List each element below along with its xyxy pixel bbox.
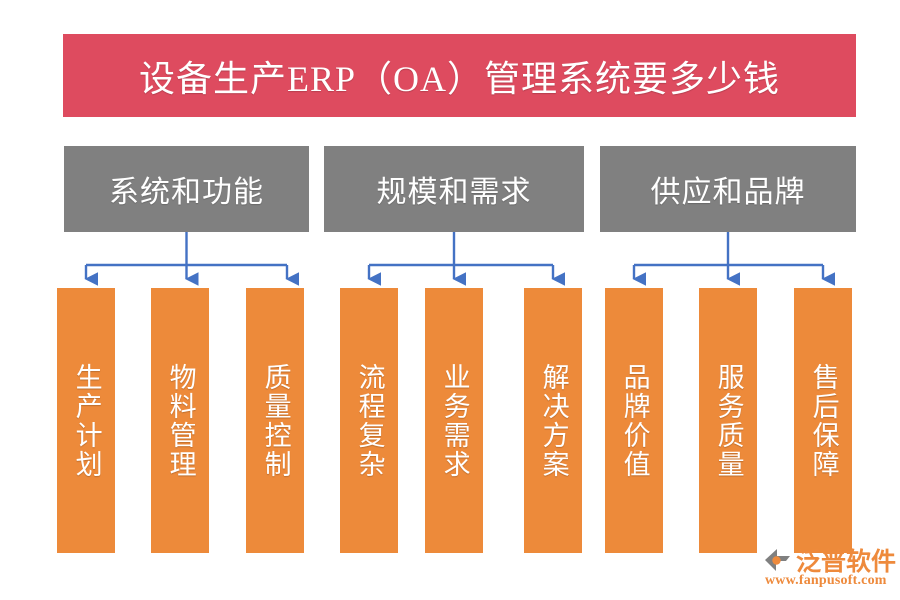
brand-logo: 泛普软件 www.fanpusoft.com: [763, 540, 896, 592]
leaf-box-after-sales-guarantee: 售后保障: [794, 288, 852, 553]
leaf-label-2-3: 解决方案: [538, 362, 569, 479]
leaf-label-3-3: 售后保障: [808, 362, 839, 479]
logo-name: 泛普软件: [796, 548, 897, 576]
page-title: 设备生产ERP（OA）管理系统要多少钱: [138, 58, 781, 99]
leaf-label-1-2: 物料管理: [165, 362, 196, 479]
category-box-1: 系统和功能: [64, 146, 309, 232]
category-label-3: 供应和品牌: [650, 176, 806, 209]
leaf-label-3-1: 品牌价值: [619, 362, 650, 479]
logo-url: www.fanpusoft.com: [765, 573, 887, 588]
leaf-box-service-quality: 服务质量: [699, 288, 757, 553]
leaf-label-1-3: 质量控制: [260, 362, 291, 479]
logo-row: 泛普软件: [763, 542, 896, 578]
leaf-box-process-complexity: 流程复杂: [340, 288, 398, 553]
category-box-3: 供应和品牌: [600, 146, 856, 232]
swoosh-icon: [765, 549, 790, 571]
leaf-box-business-requirements: 业务需求: [425, 288, 483, 553]
leaf-box-production-plan: 生产计划: [57, 288, 115, 553]
leaf-box-quality-control: 质量控制: [246, 288, 304, 553]
category-box-2: 规模和需求: [324, 146, 584, 232]
leaf-box-material-management: 物料管理: [151, 288, 209, 553]
leaf-box-solution: 解决方案: [524, 288, 582, 553]
diagram-title-banner: 设备生产ERP（OA）管理系统要多少钱: [63, 34, 856, 117]
leaf-label-2-2: 业务需求: [439, 362, 470, 479]
category-label-1: 系统和功能: [109, 176, 264, 209]
leaf-box-brand-value: 品牌价值: [605, 288, 663, 553]
category-label-2: 规模和需求: [376, 176, 532, 209]
leaf-label-1-1: 生产计划: [71, 362, 102, 479]
leaf-label-3-2: 服务质量: [713, 362, 744, 479]
leaf-label-2-1: 流程复杂: [354, 362, 385, 479]
